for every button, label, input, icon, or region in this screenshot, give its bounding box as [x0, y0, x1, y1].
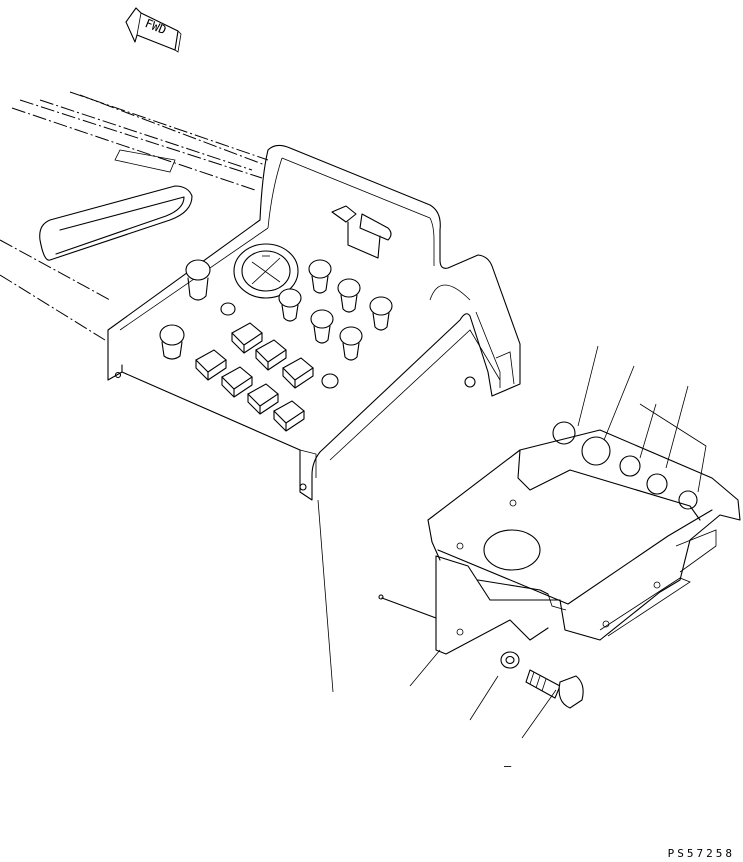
washer — [469, 651, 520, 721]
callout-mark: – — [504, 759, 512, 773]
console-buttons — [195, 322, 314, 432]
fwd-arrow-icon: FWD — [125, 7, 182, 53]
console-knobs — [159, 259, 393, 389]
drawing-code: PS57258 — [667, 847, 735, 860]
bolt — [521, 669, 584, 739]
fwd-arrow-label: FWD — [143, 16, 168, 37]
pin — [378, 594, 437, 619]
operator-console — [0, 91, 521, 693]
mounting-bracket — [409, 345, 741, 687]
